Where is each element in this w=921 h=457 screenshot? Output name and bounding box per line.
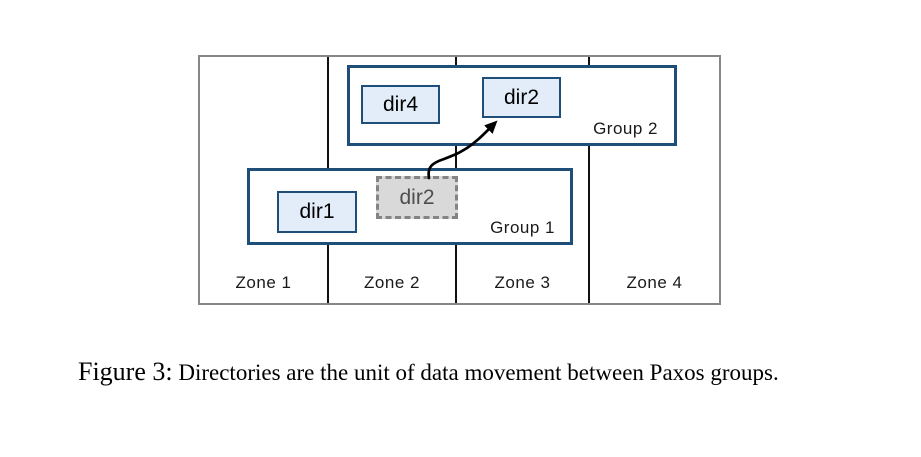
zone-label-2: Zone 2 xyxy=(364,273,420,292)
figure-caption-label: Figure 3: xyxy=(78,357,173,386)
dir-box-dir2-ghost-source: dir2 xyxy=(376,176,458,219)
group-2-box: dir4 dir2 Group 2 xyxy=(347,65,677,146)
group-2-label: Group 2 xyxy=(593,119,658,138)
dir-box-dir1: dir1 xyxy=(277,191,357,233)
zone-diagram: Zone 1 Zone 2 Zone 3 Zone 4 dir4 dir2 Gr… xyxy=(198,55,721,305)
group-1-box: dir1 dir2 Group 1 xyxy=(247,168,573,245)
dir-box-dir2-destination: dir2 xyxy=(482,77,561,118)
zone-divider-3-4 xyxy=(588,57,590,303)
group-1-label: Group 1 xyxy=(490,218,555,237)
figure-caption: Figure 3: Directories are the unit of da… xyxy=(78,353,860,391)
zone-label-1: Zone 1 xyxy=(235,273,292,292)
zone-label-4: Zone 4 xyxy=(626,273,683,292)
dir-box-dir4: dir4 xyxy=(361,85,440,124)
zone-label-3: Zone 3 xyxy=(494,273,551,292)
figure-caption-text: Directories are the unit of data movemen… xyxy=(178,360,779,385)
